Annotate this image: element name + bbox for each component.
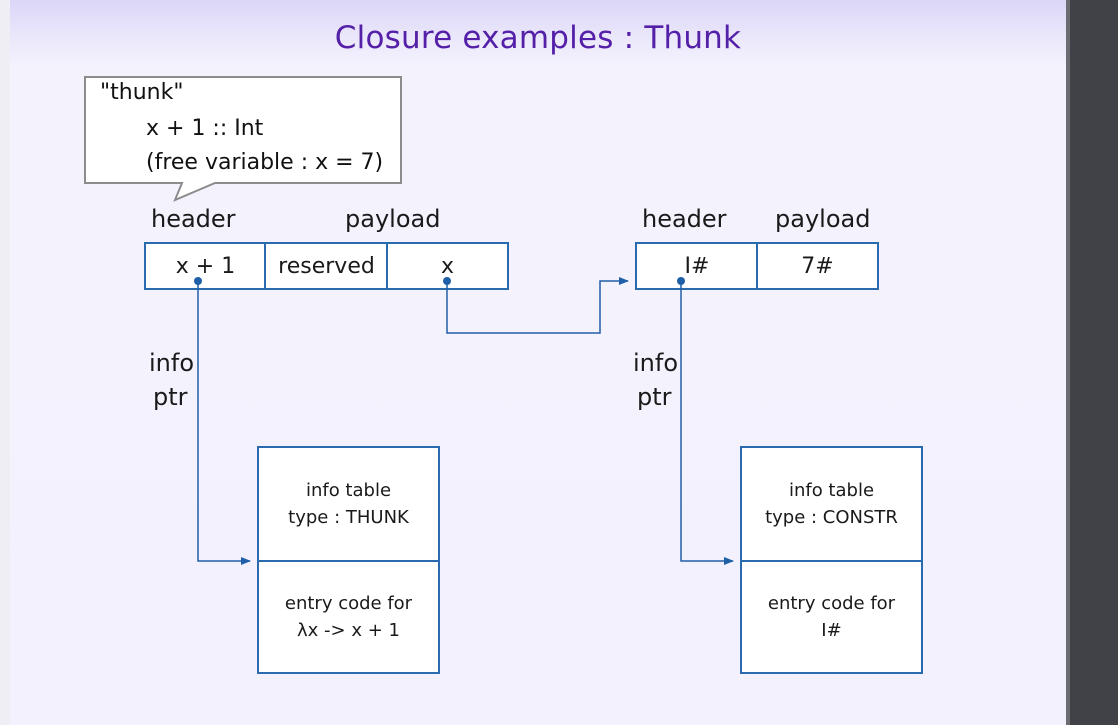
thunk-info-ptr-arrow bbox=[197, 281, 251, 565]
constr-ptr-label: ptr bbox=[637, 383, 672, 411]
constr-info-ptr-dot bbox=[677, 277, 685, 285]
thunk-ptr-label: ptr bbox=[153, 383, 188, 411]
callout-line-3: (free variable : x = 7) bbox=[146, 150, 384, 175]
callout-line-1: "thunk" bbox=[100, 80, 184, 105]
thunk-info-label: info bbox=[149, 349, 195, 377]
thunk-payload-label: payload bbox=[345, 205, 441, 233]
constr-cell-info-ptr: I# bbox=[684, 253, 710, 279]
diagram-canvas bbox=[84, 76, 923, 674]
constr-info-ptr-arrow bbox=[680, 281, 734, 565]
thunk-header-label: header bbox=[151, 205, 236, 233]
constr-info-table-top: info table type : CONSTR bbox=[742, 448, 921, 560]
viewer-scrollbar-track[interactable] bbox=[1070, 0, 1118, 725]
constr-entry-code: entry code for I# bbox=[742, 562, 921, 672]
thunk-info-table-title: info table bbox=[305, 480, 392, 501]
constr-info-table-type: type : CONSTR bbox=[765, 507, 898, 528]
constr-payload-label: payload bbox=[775, 205, 871, 233]
thunk-info-table-top: info table type : THUNK bbox=[259, 448, 438, 560]
constr-entry-code-line-1: entry code for bbox=[767, 593, 896, 614]
payload-pointer-arrow bbox=[446, 277, 629, 334]
constr-info-table-title: info table bbox=[788, 480, 875, 501]
thunk-entry-code: entry code for λx -> x + 1 bbox=[259, 562, 438, 672]
constr-info-label: info bbox=[633, 349, 679, 377]
thunk-info-ptr-dot bbox=[194, 277, 202, 285]
thunk-cell-reserved: reserved bbox=[278, 253, 375, 279]
payload-pointer-dot bbox=[443, 277, 451, 285]
callout-line-2: x + 1 :: Int bbox=[146, 116, 264, 141]
constr-cell-payload: 7# bbox=[801, 253, 834, 279]
thunk-cell-free-var: x bbox=[440, 253, 455, 279]
page-edge bbox=[1066, 0, 1070, 725]
left-margin-strip bbox=[0, 0, 10, 725]
thunk-entry-code-line-2: λx -> x + 1 bbox=[297, 620, 400, 641]
thunk-entry-code-line-1: entry code for bbox=[284, 593, 413, 614]
constr-header-label: header bbox=[642, 205, 727, 233]
slide: Closure examples : Thunk "thunk" x + 1 bbox=[10, 0, 1066, 725]
thunk-info-table-type: type : THUNK bbox=[288, 507, 409, 528]
slide-title: Closure examples : Thunk bbox=[334, 20, 742, 56]
callout-bubble bbox=[84, 76, 402, 202]
thunk-cell-info-ptr: x + 1 bbox=[175, 253, 236, 279]
constr-entry-code-line-2: I# bbox=[821, 620, 842, 641]
